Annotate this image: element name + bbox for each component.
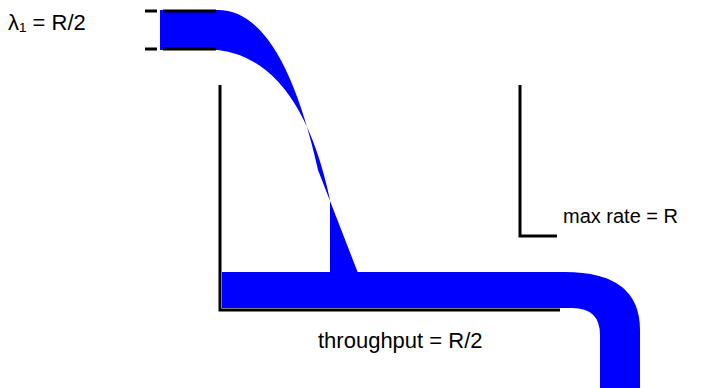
inflow-pipe: [160, 10, 220, 50]
bucket-wall: [220, 85, 560, 310]
outflow-stream: [222, 272, 640, 388]
bucket-wall: [520, 85, 557, 236]
rate-label: λ₁ = R/2: [8, 10, 86, 36]
pipe-edge: [145, 11, 216, 49]
throughput-label: throughput = R/2: [318, 328, 483, 354]
falling-stream: [218, 10, 358, 273]
capacity-label: max rate = R: [563, 204, 678, 228]
